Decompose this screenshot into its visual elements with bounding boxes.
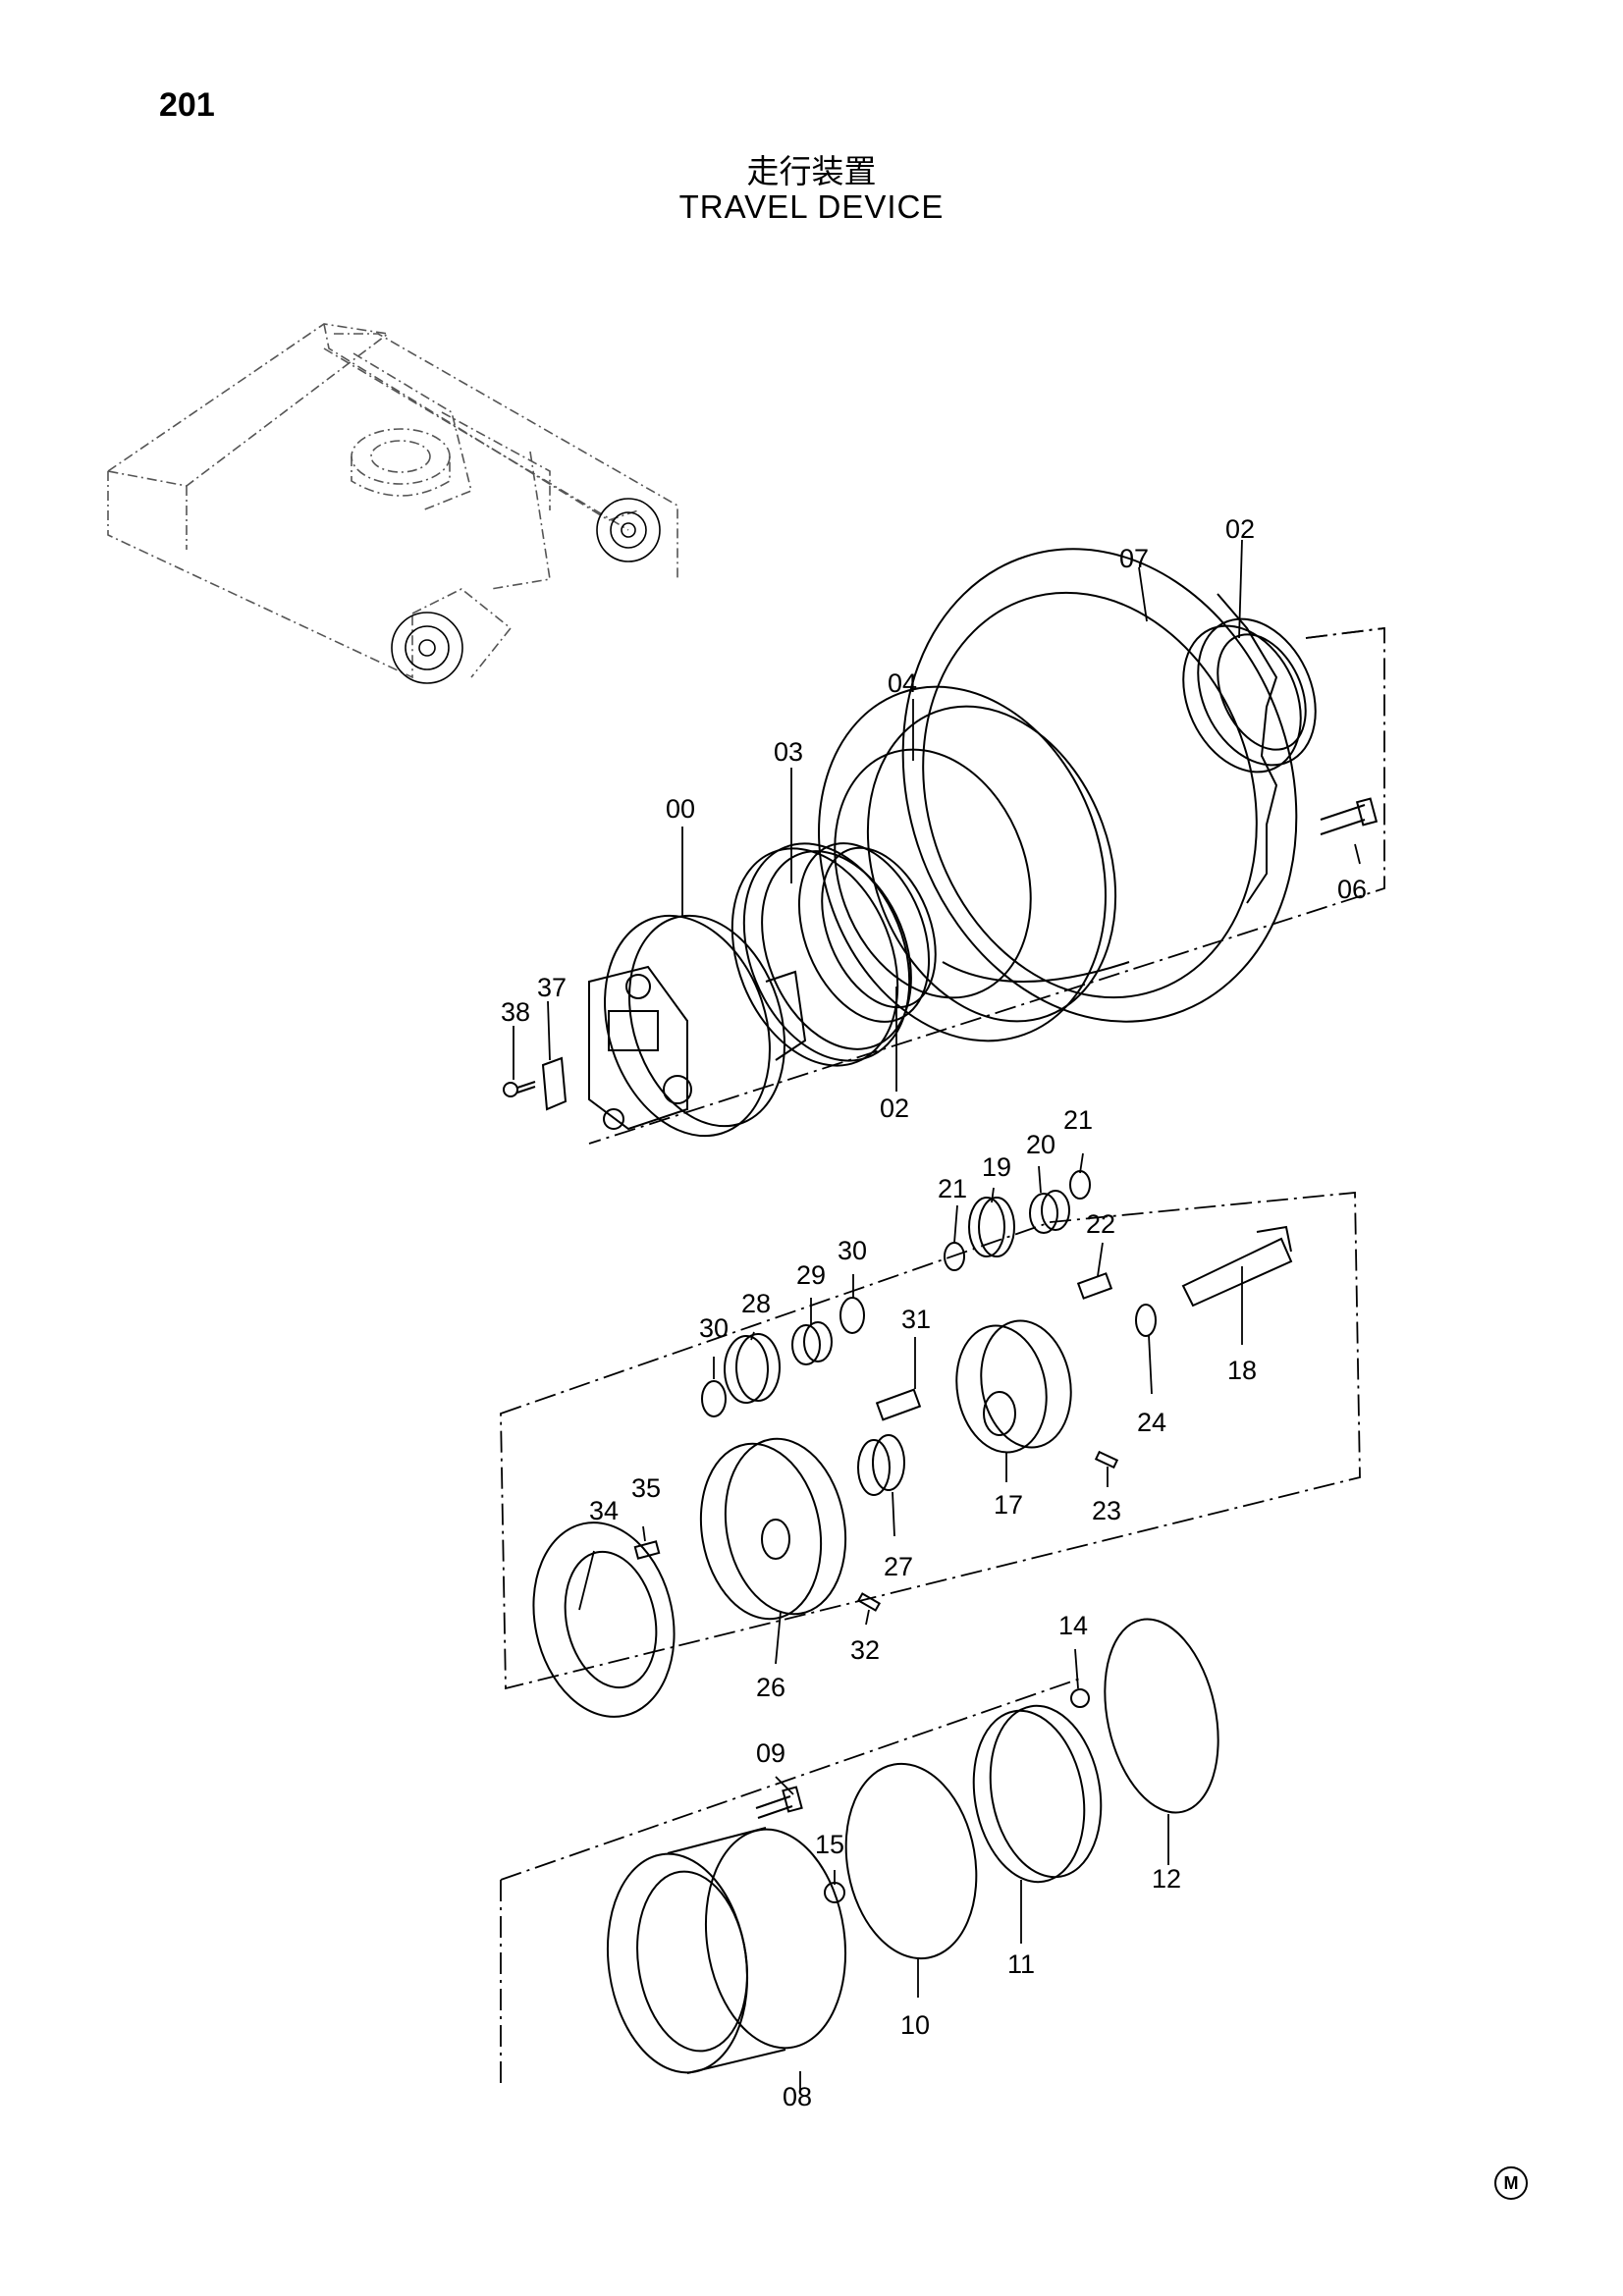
- part-label-18: 18: [1227, 1356, 1257, 1385]
- part-label-17: 17: [994, 1490, 1023, 1520]
- washer-part-30-left: [701, 1380, 727, 1417]
- sprocket-front-illustration: [596, 498, 661, 562]
- washer-part-24: [1135, 1304, 1157, 1337]
- part-label-30-right: 30: [838, 1236, 867, 1265]
- part-label-14: 14: [1058, 1611, 1088, 1640]
- part-label-21-left: 21: [938, 1174, 967, 1203]
- bolt-part-06: [1320, 797, 1379, 835]
- part-label-24: 24: [1137, 1408, 1166, 1437]
- bearing-part-29: [791, 1321, 833, 1365]
- washer-part-30-right: [839, 1297, 865, 1334]
- title-japanese: 走行装置: [746, 152, 877, 190]
- title-english: TRAVEL DEVICE: [678, 188, 945, 225]
- part-label-09: 09: [756, 1738, 785, 1768]
- travel-motor-part-00: [588, 914, 807, 1138]
- part-label-35: 35: [631, 1473, 661, 1503]
- part-label-19: 19: [982, 1152, 1011, 1182]
- cover-part-11: [972, 1704, 1103, 1884]
- part-label-26: 26: [756, 1673, 785, 1702]
- page-number: 201: [159, 86, 215, 124]
- part-label-08: 08: [783, 2082, 812, 2111]
- part-label-30-left: 30: [699, 1313, 729, 1343]
- thrust-plate-part-34: [532, 1522, 676, 1718]
- sprocket-ring-part-07: [901, 548, 1298, 1023]
- part-label-15: 15: [815, 1830, 844, 1859]
- hub-part-04: [818, 685, 1117, 1042]
- part-label-34: 34: [589, 1496, 619, 1525]
- part-label-02-top: 02: [1225, 514, 1255, 544]
- part-label-06: 06: [1337, 875, 1367, 904]
- gear-part-19: [968, 1197, 1015, 1257]
- part-labels: 00 02 02 03 04 06 07 08 09 10 11 12 14 1…: [501, 514, 1367, 2111]
- carrier-part-17: [955, 1319, 1072, 1454]
- shaft-part-18: [1181, 1225, 1293, 1308]
- part-label-03: 03: [774, 737, 803, 767]
- part-label-07: 07: [1119, 544, 1149, 573]
- bolt-part-09: [755, 1786, 803, 1819]
- pin-part-23: [1094, 1450, 1119, 1469]
- pin-part-32: [856, 1592, 882, 1612]
- publisher-mark: M: [1494, 2166, 1528, 2200]
- group-frame-planetary: [500, 1192, 1361, 1690]
- part-label-27: 27: [884, 1552, 913, 1581]
- group-frame-motor: [588, 626, 1385, 1145]
- part-label-23: 23: [1092, 1496, 1121, 1525]
- part-label-02-bottom: 02: [880, 1094, 909, 1123]
- gear-part-27: [857, 1434, 905, 1496]
- part-label-22: 22: [1086, 1209, 1115, 1239]
- pin-part-22: [1076, 1272, 1113, 1300]
- part-label-31: 31: [901, 1305, 931, 1334]
- leader-lines: [513, 539, 1361, 2091]
- washer-part-21-top: [1069, 1170, 1091, 1200]
- bearing-part-02-top: [1182, 617, 1317, 774]
- sprocket-rear-illustration: [391, 612, 463, 684]
- part-label-00: 00: [666, 794, 695, 824]
- ring-gear-part-08: [606, 1827, 847, 2074]
- plug-part-14: [1070, 1688, 1090, 1708]
- part-label-21-top: 21: [1063, 1105, 1093, 1135]
- part-label-38: 38: [501, 997, 530, 1027]
- seal-part-03: [730, 842, 912, 1067]
- part-label-29: 29: [796, 1260, 826, 1290]
- o-ring-part-12: [1104, 1618, 1219, 1814]
- part-label-10: 10: [900, 2010, 930, 2040]
- pin-part-31: [875, 1388, 922, 1421]
- part-label-20: 20: [1026, 1130, 1055, 1159]
- track-frame-illustration: [105, 323, 678, 679]
- part-label-32: 32: [850, 1635, 880, 1665]
- part-label-37: 37: [537, 973, 567, 1002]
- gear-part-28: [724, 1333, 781, 1404]
- plate-part-37: [541, 1056, 568, 1111]
- part-label-28: 28: [741, 1289, 771, 1318]
- o-ring-part-10: [844, 1762, 978, 1960]
- part-label-11: 11: [1007, 1949, 1035, 1979]
- part-label-12: 12: [1152, 1864, 1181, 1894]
- carrier-part-26: [699, 1437, 847, 1621]
- bolt-part-38: [503, 1081, 536, 1097]
- part-label-04: 04: [888, 668, 917, 698]
- bearing-part-20: [1029, 1190, 1070, 1234]
- bearing-part-02-bottom: [797, 842, 937, 1023]
- group-frame-ring-gear: [500, 1678, 1081, 2086]
